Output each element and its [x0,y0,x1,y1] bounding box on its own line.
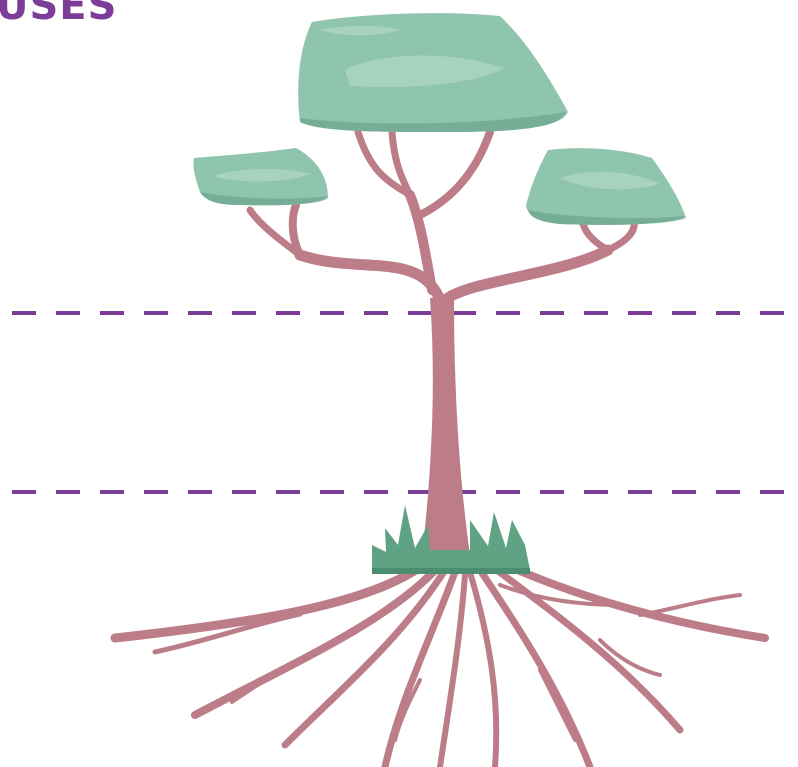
canopy-top [298,13,568,132]
canopy-left [193,148,328,205]
tree-trunk [422,298,470,555]
canopy-right [526,148,686,225]
tree-roots [115,560,765,767]
